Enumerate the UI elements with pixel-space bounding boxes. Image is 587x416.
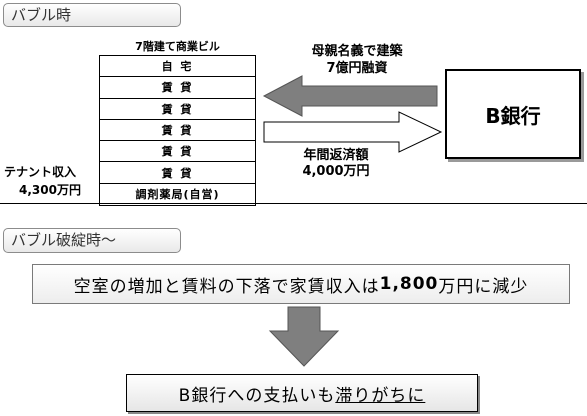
tenant-income-amount: 4,300万円 [19,183,81,197]
bank-box: B銀行 [445,69,581,159]
building-title: 7階建て商業ビル [135,40,220,53]
loan-text-line1: 母親名義で建築 [311,44,403,59]
message1-text: 空室の増加と賃料の下落で家賃収入は [73,276,380,297]
floor-5: 賃 貸 [100,99,255,120]
message1-text-end: 万円に減少 [438,276,529,297]
message2-text: B銀行への支払いも [178,385,336,406]
ground-line [0,203,587,204]
payment-delay-message: B銀行への支払いも滞りがちに [126,374,478,412]
floor-1: 調剤薬局(自営) [135,188,220,202]
message1-amount: 1,800 [379,274,439,294]
repayment-text-line1: 年間返済額 [303,148,369,163]
down-arrow [268,306,340,367]
floor-4: 賃 貸 [100,120,255,142]
floor-6: 賃 貸 [100,77,255,99]
bubble-era-label: バブル時 [3,3,181,27]
loan-arrow [262,75,438,117]
message2-emphasis: 滞りがちに [335,385,426,406]
floor-3: 賃 貸 [100,141,255,163]
building: 自 宅 賃 貸 賃 貸 賃 貸 賃 貸 賃 貸 調剤薬局(自営) [99,55,256,207]
repayment-arrow [263,111,443,153]
repayment-text-line2: 4,000万円 [302,164,370,179]
bank-name: B銀行 [485,103,541,128]
loan-text-line2: 7億円融資 [326,61,388,76]
floor-7: 自 宅 [100,56,255,78]
tenant-income-label: テナント収入 [4,165,77,179]
bubble-collapse-label: バブル破綻時〜 [3,228,181,253]
floor-2: 賃 貸 [100,162,255,184]
